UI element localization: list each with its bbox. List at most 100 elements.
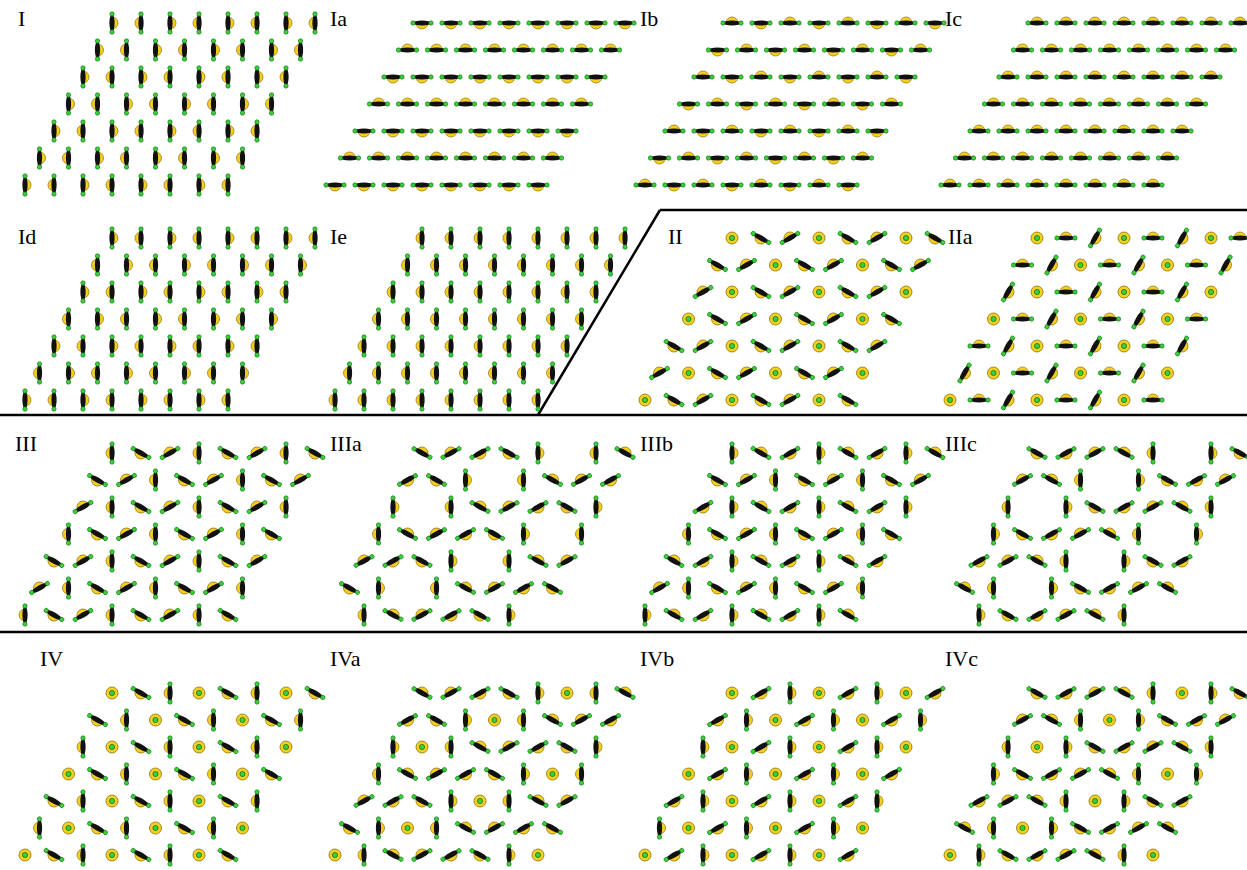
black-rod: [167, 229, 172, 247]
green-dot: [1011, 48, 1015, 52]
green-dot: [585, 21, 589, 25]
black-rod: [573, 101, 591, 106]
black-rod: [153, 310, 158, 328]
rod-molecule: [489, 362, 498, 384]
green-dot: [724, 48, 728, 52]
green-dot: [411, 21, 415, 25]
green-dot: [968, 183, 972, 187]
rod-molecule: [225, 12, 234, 34]
rod-molecule: [909, 44, 931, 53]
green-dot: [153, 147, 157, 151]
green-dot: [487, 21, 491, 25]
rod-molecule: [164, 66, 173, 88]
rod-molecule: [109, 120, 118, 142]
green-dot: [837, 75, 841, 79]
green-dot: [1171, 75, 1175, 79]
green-dot: [139, 120, 143, 124]
green-dot: [440, 75, 444, 79]
green-dot: [449, 245, 453, 249]
green-dot: [808, 183, 812, 187]
rod-molecule: [431, 254, 440, 276]
rod-molecule: [402, 254, 411, 276]
rod-molecule: [225, 120, 234, 142]
green-dot: [1029, 156, 1033, 160]
rod-molecule: [483, 152, 505, 161]
green-dot: [458, 183, 462, 187]
green-dot: [1160, 398, 1164, 402]
green-dot: [153, 111, 157, 115]
black-rod: [1101, 47, 1119, 52]
green-dot: [139, 227, 143, 231]
black-rod: [153, 149, 158, 167]
black-rod: [593, 283, 598, 301]
black-rod: [463, 256, 468, 274]
rod-molecule: [498, 182, 520, 191]
rod-molecule: [1040, 98, 1062, 107]
rod-molecule: [237, 39, 246, 61]
black-rod: [1188, 47, 1206, 52]
green-dot: [168, 353, 172, 357]
black-rod: [810, 182, 828, 187]
green-dot: [440, 183, 444, 187]
rod-molecule: [866, 128, 888, 137]
green-dot: [110, 335, 114, 339]
rod-molecule: [1113, 71, 1135, 80]
rod-molecule: [138, 389, 147, 411]
green-dot: [391, 353, 395, 357]
green-dot: [434, 326, 438, 330]
green-dot: [574, 75, 578, 79]
rod-molecule: [222, 66, 231, 88]
green-dot: [425, 48, 429, 52]
green-dot: [739, 75, 743, 79]
green-dot: [396, 102, 400, 106]
green-dot: [269, 57, 273, 61]
rod-molecule: [329, 389, 338, 411]
rod-molecule: [373, 308, 382, 330]
rod-molecule: [440, 74, 462, 83]
rod-molecule: [518, 362, 527, 384]
rod-molecule: [864, 281, 888, 300]
green-dot: [1078, 370, 1083, 375]
black-rod: [471, 128, 489, 133]
green-dot: [556, 21, 560, 25]
rod-molecule: [1000, 335, 1019, 359]
green-dot: [81, 120, 85, 124]
black-rod: [138, 391, 143, 409]
black-rod: [550, 364, 555, 382]
black-rod: [298, 256, 303, 274]
rod-molecule: [837, 74, 859, 83]
rod-molecule: [269, 308, 278, 330]
green-dot: [501, 48, 505, 52]
rod-molecule: [1142, 179, 1164, 188]
black-rod: [196, 283, 201, 301]
black-rod: [225, 229, 230, 247]
green-dot: [81, 299, 85, 303]
rod-molecule: [1131, 362, 1150, 386]
black-rod: [723, 20, 741, 25]
rod-molecule: [135, 227, 144, 249]
green-dot: [866, 21, 870, 25]
black-rod: [196, 337, 201, 355]
rod-molecule: [1055, 394, 1077, 403]
black-rod: [95, 364, 100, 382]
black-rod: [347, 364, 352, 382]
green-dot: [1232, 48, 1236, 52]
rod-molecule: [193, 227, 202, 249]
green-dot: [240, 111, 244, 115]
green-dot: [197, 353, 201, 357]
green-dot: [536, 407, 540, 411]
green-dot: [211, 326, 215, 330]
rod-molecule: [677, 101, 699, 110]
green-dot: [362, 335, 366, 339]
green-dot: [753, 102, 757, 106]
green-dot: [139, 335, 143, 339]
end-on-molecule: [770, 313, 782, 325]
black-rod: [66, 364, 71, 382]
black-rod: [1086, 182, 1104, 187]
green-dot: [81, 281, 85, 285]
green-dot: [255, 245, 259, 249]
green-dot: [1015, 129, 1019, 133]
green-dot: [1034, 397, 1039, 402]
green-dot: [768, 21, 772, 25]
green-dot: [298, 272, 302, 276]
